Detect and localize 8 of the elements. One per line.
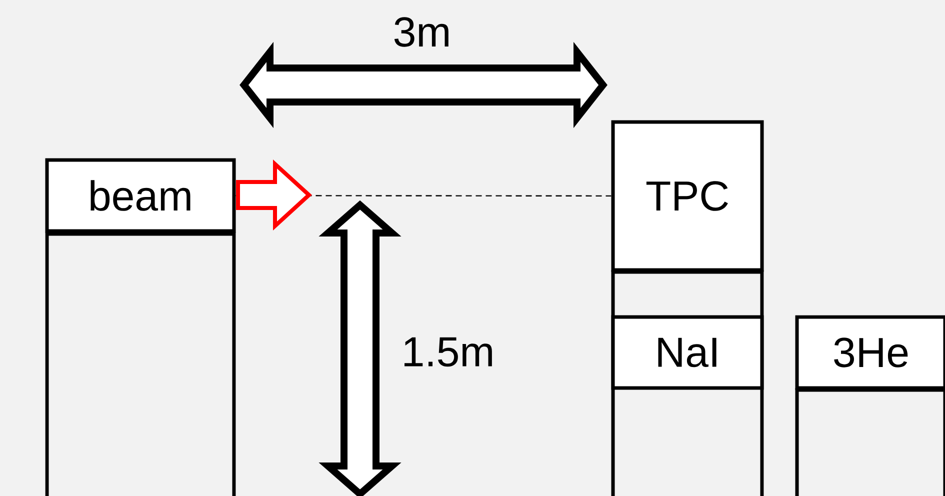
detector-box: beam (45, 158, 236, 233)
detector-box: NaI (611, 315, 764, 390)
detector-box: 3He (795, 315, 945, 390)
pillar (45, 232, 236, 496)
dimension-label: 1.5m (404, 337, 492, 367)
detector-box: TPC (611, 120, 764, 272)
dimension-label: 3m (394, 17, 448, 47)
pillar (795, 388, 945, 496)
